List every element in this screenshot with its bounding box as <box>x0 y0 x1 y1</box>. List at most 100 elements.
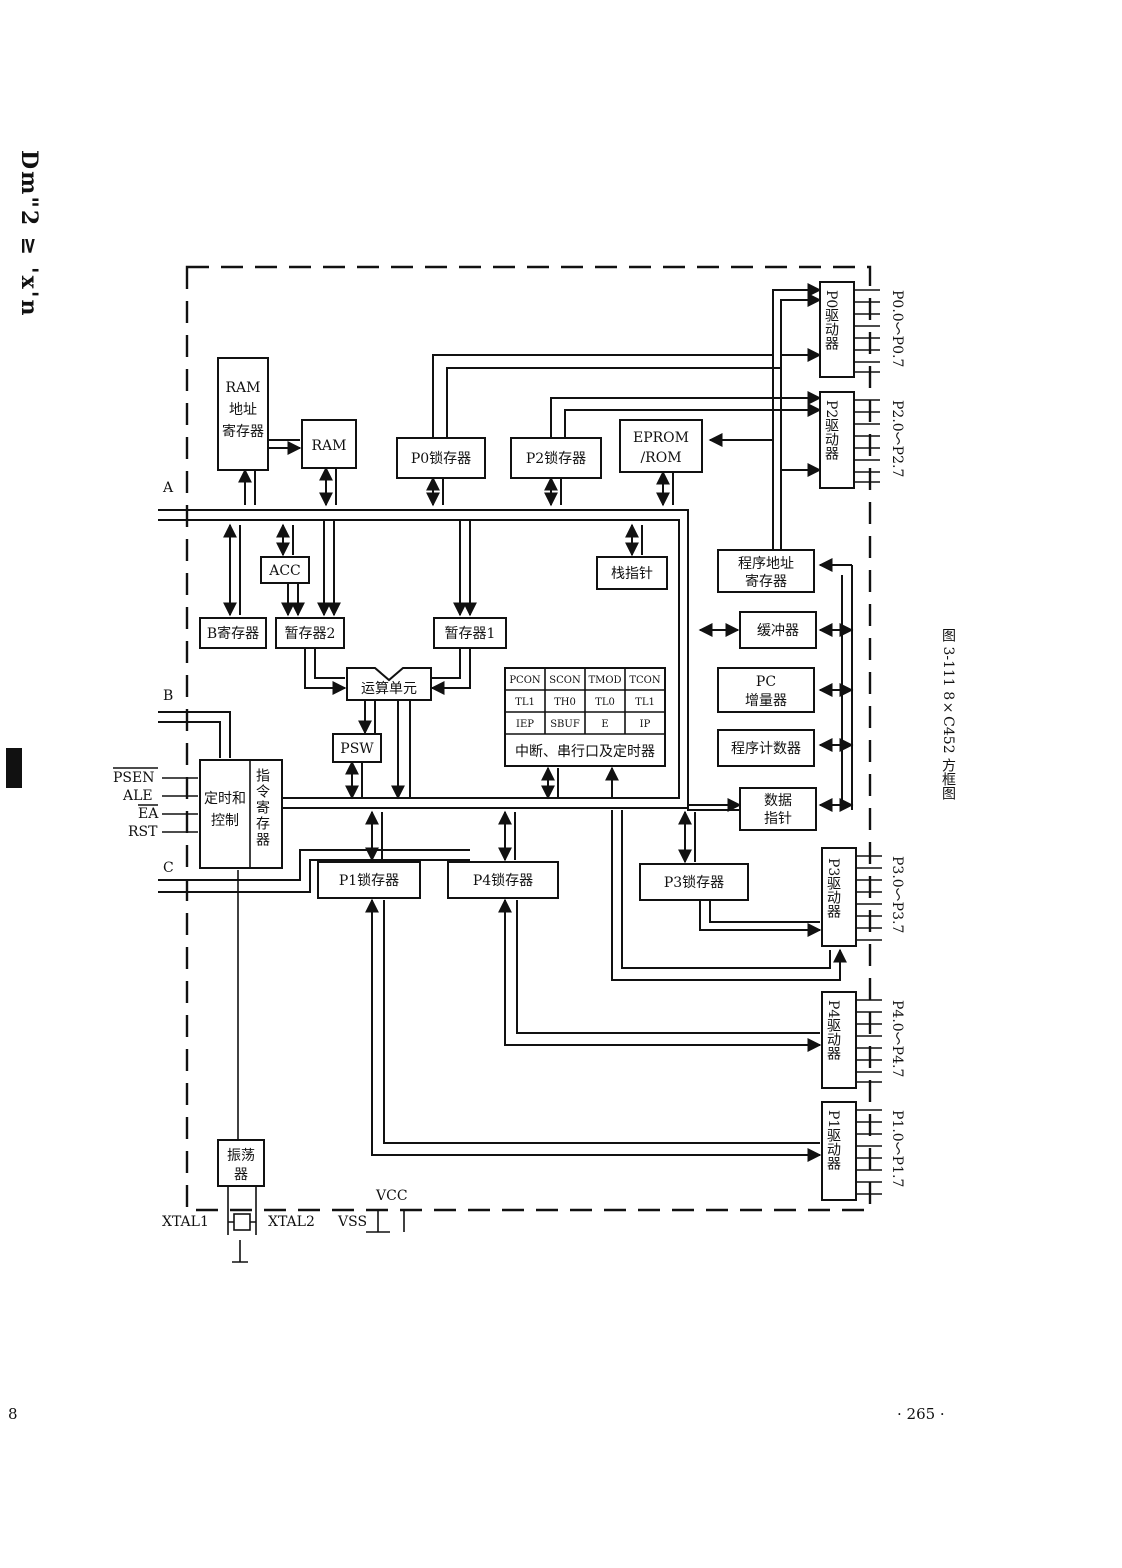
acc-label: ACC <box>268 563 301 579</box>
pc-inc-line1: PC <box>756 674 776 690</box>
p2-pins-label: P2.0～P2.7 <box>889 400 905 477</box>
ale-label: ALE <box>122 788 153 804</box>
sfr-cell: TL1 <box>635 697 655 708</box>
p1-latch-label: P1锁存器 <box>339 873 399 889</box>
b-register: B寄存器 <box>199 617 267 649</box>
chip-outline <box>185 265 872 1212</box>
internal-bus <box>158 509 740 893</box>
instruction-register-label: 指令寄存器 <box>254 768 270 848</box>
bus-connectors <box>223 439 742 864</box>
p3-driver-label: P3驱动器 <box>825 858 841 919</box>
power-pins: VCC VSS <box>337 1188 408 1233</box>
p4-pins-label: P4.0～P4.7 <box>889 1000 905 1077</box>
bus-a-label: A <box>162 480 174 496</box>
sfr-cell: TL1 <box>515 697 535 708</box>
page-number: · 265 · <box>897 1405 945 1423</box>
oscillator: 振荡 器 XTAL1 XTAL2 <box>162 1139 315 1263</box>
p3-latch-label: P3锁存器 <box>664 875 724 891</box>
alu-label: 运算单元 <box>361 681 417 697</box>
p0-pins-label: P0.0～P0.7 <box>889 290 905 367</box>
eprom-line2: /ROM <box>640 450 681 466</box>
sfr-cell: SBUF <box>550 719 580 730</box>
program-address-register: 程序地址 寄存器 <box>717 549 815 593</box>
osc-line1: 振荡 <box>227 1148 255 1164</box>
prog-addr-line1: 程序地址 <box>738 556 794 572</box>
dptr-line2: 指针 <box>764 811 792 827</box>
dptr-line1: 数据 <box>764 793 792 809</box>
p2-latch-label: P2锁存器 <box>526 451 586 467</box>
timing-line1: 定时和 <box>204 791 246 807</box>
psw-register: PSW <box>332 733 382 763</box>
sfr-cell: PCON <box>509 675 541 686</box>
buffer-block: 缓冲器 <box>739 611 817 649</box>
port-lines <box>237 797 847 1162</box>
temp-register-2: 暂存器2 <box>275 617 345 649</box>
p4-latch-label: P4锁存器 <box>473 873 533 889</box>
p0-driver: P0驱动器 P0.0～P0.7 <box>819 281 905 378</box>
p3-driver: P3驱动器 P3.0～P3.7 <box>821 847 905 947</box>
ram-addr-line1: RAM <box>226 380 261 396</box>
p1-driver-label: P1驱动器 <box>825 1110 841 1171</box>
ea-label: EA <box>138 806 159 822</box>
p2-driver: P2驱动器 P2.0～P2.7 <box>819 391 905 489</box>
acc-register: ACC <box>260 556 310 584</box>
p0-latch-label: P0锁存器 <box>411 451 471 467</box>
sfr-cell: TMOD <box>588 675 621 686</box>
margin-mark <box>6 748 22 788</box>
page-corner-number: 8 <box>8 1405 18 1423</box>
p1-pins-label: P1.0～P1.7 <box>889 1110 905 1187</box>
p0-latch: P0锁存器 <box>396 437 486 479</box>
p4-latch: P4锁存器 <box>447 861 559 899</box>
stack-pointer-label: 栈指针 <box>611 566 653 582</box>
p4-driver-label: P4驱动器 <box>825 1000 841 1061</box>
p2-latch: P2锁存器 <box>510 437 602 479</box>
ram-label: RAM <box>312 438 347 454</box>
handwritten-margin-note: Dm"2 ≥ 'x'n <box>16 150 42 318</box>
p3-latch: P3锁存器 <box>639 863 749 901</box>
eprom-rom: EPROM /ROM <box>619 419 703 473</box>
alu: 运算单元 <box>346 667 432 701</box>
osc-line2: 器 <box>234 1167 248 1183</box>
prog-addr-line2: 寄存器 <box>745 573 787 590</box>
xtal1-label: XTAL1 <box>162 1214 209 1230</box>
psen-label: PSEN <box>113 770 154 786</box>
port-bus <box>432 283 822 550</box>
pc-incrementer: PC 增量器 <box>717 667 815 713</box>
bus-c-label: C <box>163 860 174 876</box>
rst-label: RST <box>128 824 158 840</box>
vcc-label: VCC <box>375 1188 408 1204</box>
xtal2-label: XTAL2 <box>268 1214 315 1230</box>
sfr-title: 中断、串行口及定时器 <box>515 744 655 760</box>
timing-line2: 控制 <box>211 813 239 829</box>
sfr-block: PCON SCON TMOD TCON TL1 TH0 TL0 TL1 IEP … <box>504 667 666 767</box>
pc-inc-line2: 增量器 <box>745 693 787 709</box>
pc-bus <box>698 558 854 812</box>
p0-driver-label: P0驱动器 <box>823 290 839 351</box>
temp1-label: 暂存器1 <box>445 626 496 642</box>
program-counter: 程序计数器 <box>717 729 815 767</box>
data-pointer: 数据 指针 <box>739 787 817 831</box>
ram-address-register: RAM 地址 寄存器 <box>217 357 269 471</box>
sfr-cell: IEP <box>516 719 534 730</box>
b-register-label: B寄存器 <box>207 625 259 642</box>
program-counter-label: 程序计数器 <box>731 741 801 757</box>
sfr-cell: TCON <box>629 675 661 686</box>
control-inputs <box>162 777 198 833</box>
ram-addr-line2: 地址 <box>229 402 257 418</box>
p1-latch: P1锁存器 <box>317 861 421 899</box>
ram-addr-line3: 寄存器 <box>222 423 264 440</box>
bus-b-label: B <box>163 688 173 704</box>
temp-register-1: 暂存器1 <box>433 617 507 649</box>
p4-driver: P4驱动器 P4.0～P4.7 <box>821 991 905 1089</box>
ram-block: RAM <box>301 419 357 469</box>
sfr-cell: IP <box>640 719 651 730</box>
sfr-cell: TL0 <box>595 697 615 708</box>
stack-pointer: 栈指针 <box>596 556 668 590</box>
psw-label: PSW <box>340 741 374 757</box>
p2-driver-label: P2驱动器 <box>823 400 839 461</box>
sfr-cell: SCON <box>549 675 581 686</box>
vss-label: VSS <box>337 1214 367 1230</box>
figure-caption: 图 3-111 8×C452 方框图 <box>940 628 956 801</box>
sfr-cell: TH0 <box>554 697 576 708</box>
timing-control: 定时和 控制 指令寄存器 <box>199 759 283 869</box>
